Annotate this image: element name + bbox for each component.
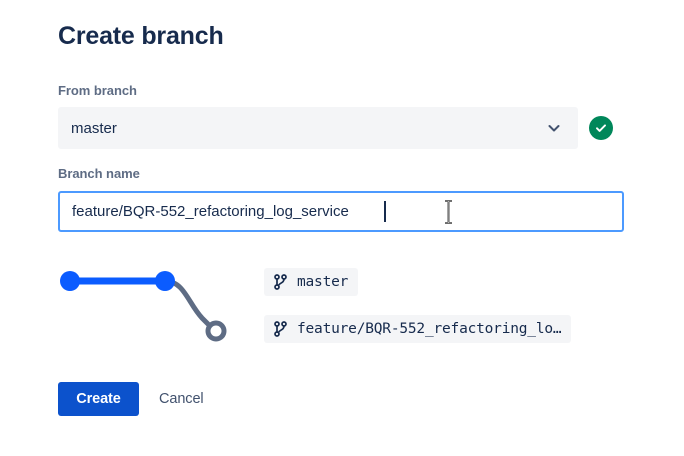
from-branch-select[interactable]: master <box>58 107 578 149</box>
create-button[interactable]: Create <box>58 382 139 416</box>
from-branch-label: From branch <box>58 83 137 98</box>
check-circle-icon <box>589 116 613 140</box>
page-title: Create branch <box>58 22 224 50</box>
branch-name-input[interactable] <box>58 191 624 232</box>
branch-chip-feature: feature/BQR-552_refactoring_lo… <box>264 315 572 343</box>
text-caret <box>384 201 386 222</box>
branch-chip-label: master <box>297 274 349 290</box>
from-branch-selected-value: master <box>71 119 117 137</box>
git-branch-icon <box>274 321 288 337</box>
branch-name-label: Branch name <box>58 166 140 181</box>
branch-graph <box>52 258 242 350</box>
branch-chip-master: master <box>264 268 359 296</box>
branch-chip-label: feature/BQR-552_refactoring_lo… <box>297 321 562 337</box>
cancel-button[interactable]: Cancel <box>153 382 210 416</box>
chevron-down-icon[interactable] <box>542 116 566 140</box>
git-branch-icon <box>274 274 288 290</box>
from-branch-row: master <box>58 107 618 149</box>
